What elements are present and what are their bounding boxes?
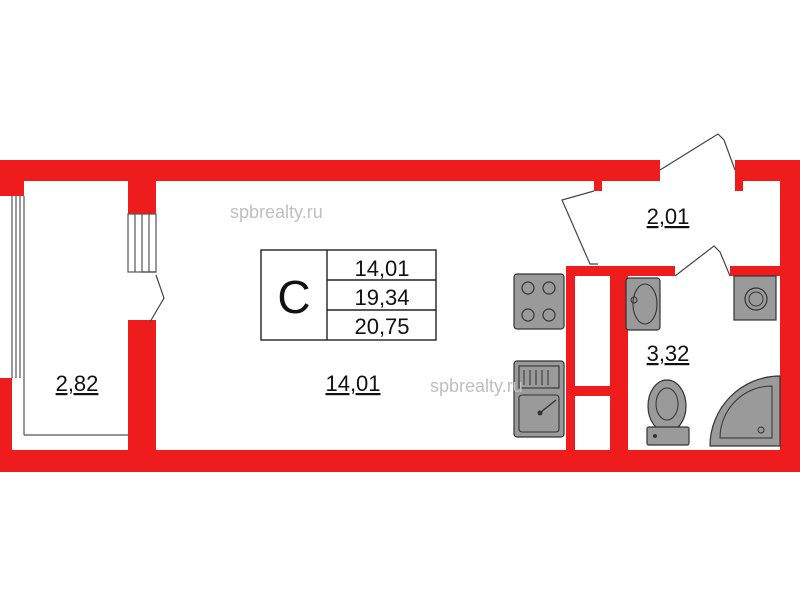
wall-partition-bottom	[128, 320, 156, 472]
entrance-door	[659, 133, 736, 171]
watermark: spbrealty.ru	[230, 202, 323, 222]
sink-icon	[513, 360, 565, 438]
hall-door	[561, 190, 598, 265]
wall-right	[780, 160, 800, 472]
room-area-balcony: 2,82	[56, 371, 99, 396]
wall-top-left	[0, 160, 660, 181]
wall-balcony-top	[12, 181, 24, 196]
balcony-door	[142, 271, 165, 323]
toilet-icon	[646, 379, 690, 446]
wall-left-bottom	[0, 378, 12, 472]
legend-total-area: 19,34	[354, 285, 409, 310]
room-area-hallway: 2,01	[647, 204, 690, 229]
room-area-bathroom: 3,32	[647, 341, 690, 366]
wall-left-top	[0, 160, 12, 196]
wall-bath-top-left	[619, 266, 675, 276]
wall-niche-left	[566, 266, 575, 458]
window-partition	[127, 213, 157, 273]
stove-icon	[513, 273, 565, 330]
wall-niche-right	[610, 266, 619, 458]
legend-frame	[260, 249, 437, 341]
legend-total-area-balcony: 20,75	[354, 314, 409, 339]
wall-niche-top	[566, 266, 620, 276]
wall-stub-hall-right	[735, 181, 743, 191]
washing-machine-icon	[733, 275, 777, 321]
watermark: spbrealty.ru	[430, 376, 523, 396]
wall-bath-left	[619, 266, 628, 458]
walls	[0, 160, 800, 472]
wall-bottom	[0, 450, 800, 472]
washbasin-icon	[625, 277, 661, 331]
wall-bath-top-right	[730, 266, 780, 276]
wall-partition-top	[128, 160, 156, 214]
balcony-glazing	[11, 196, 128, 436]
room-area-main: 14,01	[325, 371, 380, 396]
legend-living-area: 14,01	[354, 256, 409, 281]
apartment-type-letter: C	[277, 271, 310, 323]
bath-door	[674, 245, 731, 277]
shower-icon	[709, 375, 781, 447]
legend: C 14,01 19,34 20,75	[260, 249, 437, 341]
wall-stub-hall	[594, 181, 602, 191]
wall-niche-mid	[575, 386, 610, 396]
